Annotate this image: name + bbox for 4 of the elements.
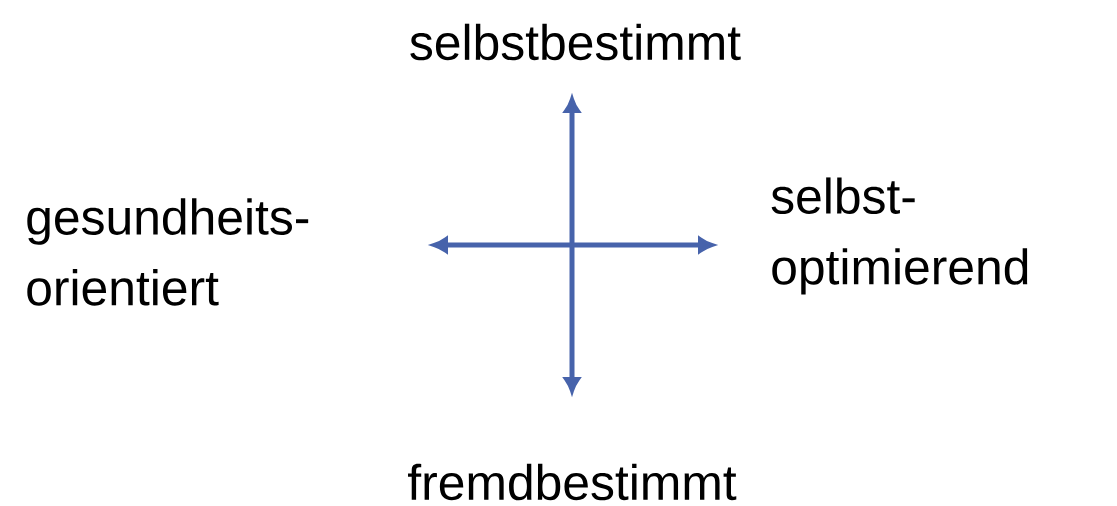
axis-label: fremdbestimmt bbox=[408, 463, 737, 501]
axis-label: selbstbestimmt bbox=[410, 23, 741, 61]
axis-label: gesundheits- orientiert bbox=[27, 198, 309, 306]
axis-label: selbst- optimierend bbox=[771, 177, 1028, 295]
